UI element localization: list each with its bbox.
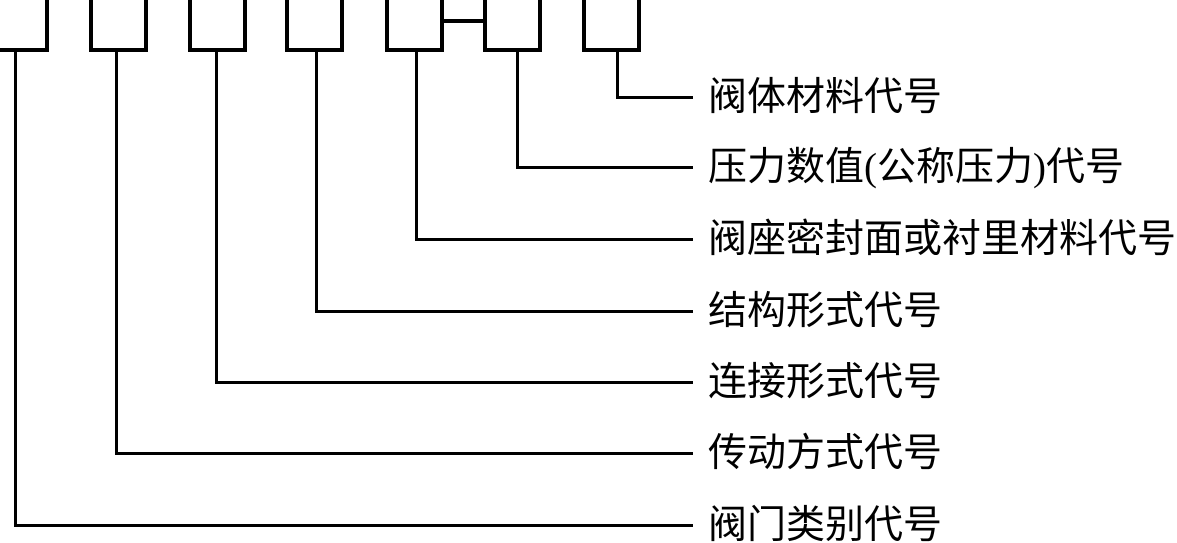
label-pressure-value: 压力数值(公称压力)代号 [708,146,1124,189]
tie-line-box5-box6 [444,19,483,23]
connector-vline-7 [14,48,17,527]
label-seat-sealing-material: 阀座密封面或衬里材料代号 [708,218,1177,261]
label-connection-form: 连接形式代号 [708,361,943,404]
connector-vline-4 [315,48,318,313]
code-box-5 [385,0,444,52]
code-box-6 [483,0,542,52]
connector-hline-1 [616,96,693,99]
code-box-2 [89,0,148,52]
label-structure-form: 结构形式代号 [708,290,943,333]
connector-hline-4 [315,310,693,313]
code-box-7 [582,0,641,52]
code-box-3 [188,0,247,52]
connector-hline-5 [215,381,693,384]
connector-vline-5 [215,48,218,384]
connector-vline-6 [115,48,118,455]
code-box-1 [0,0,49,52]
connector-hline-2 [516,166,693,169]
connector-vline-2 [516,48,519,169]
connector-hline-6 [115,452,693,455]
label-valve-category: 阀门类别代号 [708,504,943,543]
code-box-4 [285,0,344,52]
label-drive-mode: 传动方式代号 [708,432,943,475]
connector-hline-3 [415,238,693,241]
connector-hline-7 [14,524,693,527]
connector-vline-3 [415,48,418,241]
connector-vline-1 [616,48,619,99]
label-valve-body-material: 阀体材料代号 [708,76,943,119]
